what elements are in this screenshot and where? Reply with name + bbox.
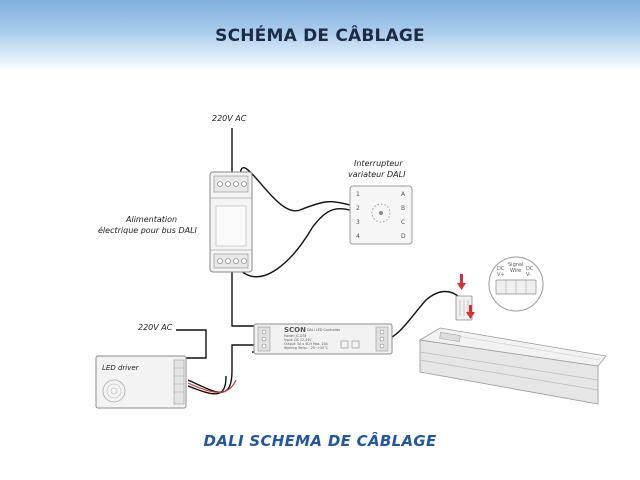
dc-plus-label-2: V+: [497, 272, 505, 278]
led-strip-profile: [418, 327, 607, 405]
wire-psu-to-switch: [239, 167, 351, 212]
controller-spec-1: Input: DC 12-24V: [284, 338, 312, 342]
wire-driver-to-controller-b: [187, 375, 227, 395]
label-switch-line-2: variateur DALI: [348, 170, 406, 179]
switch-key-4: 4: [356, 233, 360, 240]
switch-right-keys: A B C D: [401, 191, 406, 240]
page-title: SCHÉMA DE CÂBLAGE: [215, 26, 425, 46]
signal-wire-label-2: Wire: [510, 268, 521, 274]
switch-key-b: B: [401, 205, 405, 212]
wire-ac-left: [176, 329, 207, 359]
driver-fan-grille-icon: [102, 379, 126, 403]
wire-psu-to-switch-b: [239, 207, 351, 278]
controller-brand: SCON: [284, 326, 306, 334]
wires-red: [187, 379, 237, 393]
controller-subtitle: DALI LED Controller: [307, 328, 341, 332]
connector-detail-inset: [488, 256, 544, 312]
label-psu-line-2: électrique pour bus DALI: [98, 225, 198, 235]
led-driver: [95, 355, 187, 409]
label-ac-left: 220V AC: [138, 323, 173, 332]
wire-driver-red: [187, 379, 237, 393]
dc-minus-label-1: DC: [526, 266, 534, 272]
wire-controller-to-strip: [383, 290, 461, 342]
switch-key-c: C: [401, 219, 405, 226]
dimmer-dial-icon: [371, 203, 391, 223]
dali-power-supply: [209, 171, 253, 273]
controller-spec-2: Output: 5A x 4CH Max. 20A: [284, 342, 329, 346]
footer-title: DALI SCHEMA DE CÂBLAGE: [203, 432, 437, 450]
wire-psu-to-controller: [231, 272, 268, 327]
label-psu-line-1: Alimentation: [125, 215, 177, 224]
controller-model: Model: JC-DT8: [284, 334, 306, 338]
header-banner: SCHÉMA DE CÂBLAGE: [0, 0, 640, 72]
switch-key-a: A: [401, 191, 406, 198]
label-led-driver: LED driver: [102, 364, 140, 372]
switch-key-d: D: [401, 233, 406, 240]
down-arrows: [457, 274, 475, 319]
arrow-down-icon: [466, 305, 475, 319]
switch-key-1: 1: [356, 191, 360, 198]
label-ac-top: 220V AC: [212, 114, 247, 123]
arrow-down-icon: [457, 274, 466, 290]
switch-left-keys: 1 2 3 4: [356, 191, 360, 240]
dc-minus-label-2: V-: [526, 272, 531, 278]
controller-spec-3: Working Temp.: -20~+50°C: [284, 346, 329, 350]
dali-led-controller: [253, 323, 393, 355]
dc-plus-label-1: DC: [497, 266, 505, 272]
switch-key-3: 3: [356, 219, 360, 226]
signal-wire-label-1: Signal: [508, 262, 523, 268]
switch-key-2: 2: [356, 205, 360, 212]
label-switch-line-1: Interrupteur: [354, 159, 403, 168]
dali-dimmer-switch: [349, 185, 413, 245]
